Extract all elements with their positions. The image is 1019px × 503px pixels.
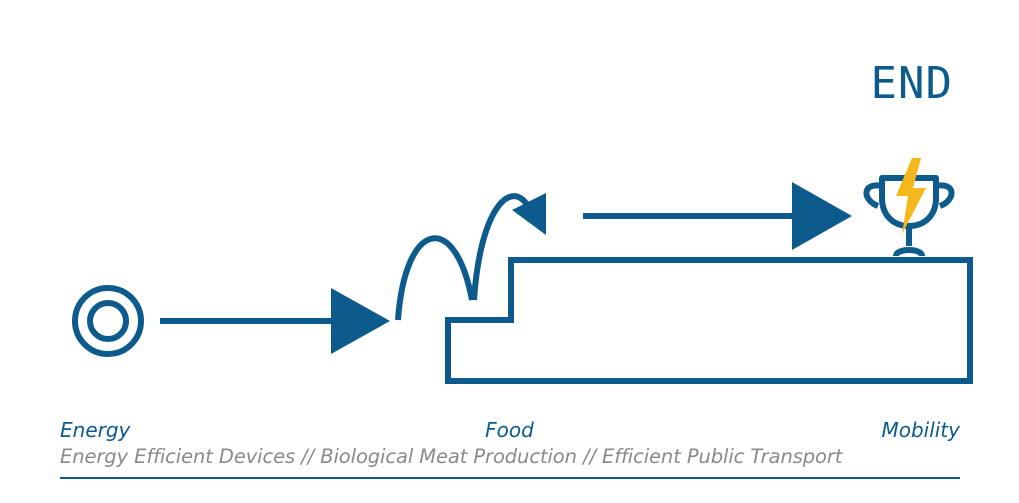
category-energy: Energy	[60, 418, 131, 442]
subtitle-actions: Energy Efficient Devices // Biological M…	[60, 445, 843, 468]
podium-steps	[445, 257, 973, 384]
end-label: END	[870, 58, 953, 109]
divider-line	[60, 477, 960, 479]
arrowhead-right-icon	[331, 288, 390, 354]
category-mobility: Mobility	[881, 418, 960, 442]
arrowhead-right-icon	[792, 182, 852, 250]
arrowhead-left-icon	[512, 193, 546, 235]
jump-curve-small-icon	[471, 193, 531, 301]
start-target-icon	[72, 285, 144, 357]
category-food: Food	[485, 418, 534, 442]
trophy-lightning-icon	[863, 158, 955, 258]
jump-curve-icon	[395, 235, 475, 321]
